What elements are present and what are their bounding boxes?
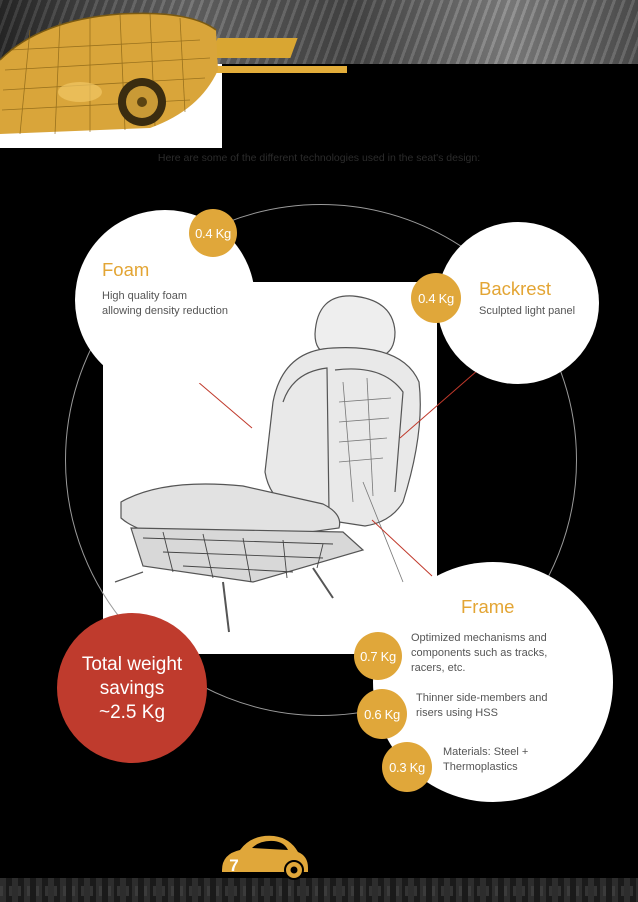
total-line3: ~2.5 Kg bbox=[98, 702, 166, 723]
backrest-callout bbox=[437, 222, 599, 384]
frame-item2-line2: risers using HSS bbox=[416, 707, 498, 719]
frame-item3-line1: Materials: Steel + bbox=[443, 746, 529, 758]
header-gold-bar bbox=[214, 66, 347, 73]
frame-item1-description: Optimized mechanisms and components such… bbox=[411, 631, 547, 676]
frame-item3-line2: Thermoplastics bbox=[443, 761, 518, 773]
frame-item3-weight-badge: 0.3 Kg bbox=[382, 742, 432, 792]
total-line1: Total weight bbox=[81, 654, 183, 675]
wireframe-car-illustration bbox=[0, 12, 218, 135]
frame-item3-description: Materials: Steel + Thermoplastics bbox=[443, 745, 528, 775]
intro-text: Here are some of the different technolog… bbox=[157, 152, 481, 164]
backrest-title: Backrest bbox=[479, 278, 551, 299]
page-number: 7 bbox=[229, 856, 239, 875]
frame-item1-line1: Optimized mechanisms and bbox=[411, 632, 547, 644]
foam-description: High quality foam allowing density reduc… bbox=[102, 289, 228, 319]
frame-title: Frame bbox=[461, 596, 515, 617]
backrest-weight-badge: 0.4 Kg bbox=[411, 273, 461, 323]
total-weight-savings: Total weight savings ~2.5 Kg bbox=[57, 613, 207, 763]
total-line2: savings bbox=[99, 678, 165, 699]
foam-desc-line1: High quality foam bbox=[102, 290, 187, 302]
frame-item1-weight-badge: 0.7 Kg bbox=[354, 632, 402, 680]
backrest-description: Sculpted light panel bbox=[479, 305, 576, 317]
frame-item2-description: Thinner side-members and risers using HS… bbox=[416, 691, 547, 721]
header-gold-slab bbox=[210, 38, 298, 58]
frame-item2-line1: Thinner side-members and bbox=[416, 692, 548, 704]
car-page-icon bbox=[222, 835, 308, 880]
frame-item2-weight-badge: 0.6 Kg bbox=[357, 689, 407, 739]
diagram-ring bbox=[65, 204, 577, 716]
page-header bbox=[0, 0, 638, 148]
frame-item1-line3: racers, etc. bbox=[411, 662, 466, 674]
frame-item1-line2: components such as tracks, bbox=[411, 647, 548, 659]
foam-weight-badge: 0.4 Kg bbox=[189, 209, 237, 257]
footer-pattern bbox=[0, 886, 638, 896]
foam-title: Foam bbox=[102, 259, 150, 280]
foam-desc-line2: allowing density reduction bbox=[102, 305, 228, 317]
